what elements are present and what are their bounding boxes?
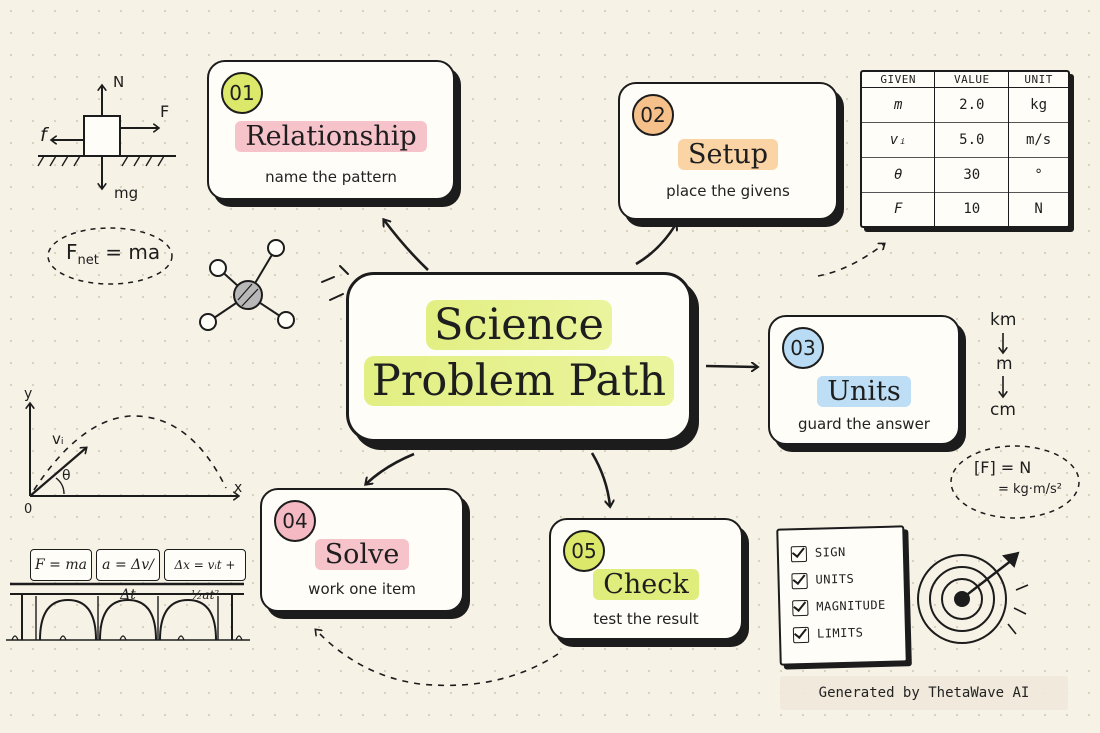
target-icon <box>917 551 1029 644</box>
central-node[interactable]: Science Problem Path <box>346 272 692 442</box>
table-row: m 2.0 kg <box>862 87 1068 123</box>
step-title-setup: Setup <box>678 139 778 170</box>
checked-box-icon <box>792 599 809 616</box>
unit-equation-line2: = kg·m/s² <box>998 482 1062 497</box>
projectile-graph-icon <box>30 404 238 496</box>
step-title-units: Units <box>817 376 911 407</box>
bridge-equation-2: a = Δv/Δt <box>96 549 160 603</box>
step-card-solve[interactable]: 04 Solve work one item <box>260 488 464 612</box>
table-cell: ° <box>1008 156 1068 193</box>
table-cell: m/s <box>1008 121 1068 158</box>
unit-equation-line1: [F] = N <box>974 458 1032 477</box>
table-row: θ 30 ° <box>862 156 1068 193</box>
givens-header-value: VALUE <box>934 72 1009 88</box>
table-cell: F <box>862 191 935 226</box>
checked-box-icon <box>790 545 808 562</box>
fnet-sub: net <box>77 253 99 268</box>
bridge-equation-1: F = ma <box>30 549 92 581</box>
step-subtitle-relationship: name the pattern <box>265 168 397 186</box>
force-label-f-left: f <box>40 124 47 146</box>
step-subtitle-check: test the result <box>593 610 699 628</box>
table-cell: m <box>862 87 935 123</box>
table-cell: kg <box>1008 87 1068 123</box>
step-badge-04: 04 <box>274 500 316 542</box>
force-label-n: N <box>113 73 125 91</box>
table-cell: 5.0 <box>934 121 1009 158</box>
step-card-setup[interactable]: 02 Setup place the givens <box>618 82 838 220</box>
list-item: LIMITS <box>792 622 906 652</box>
arrow-to-setup <box>635 224 676 266</box>
step-badge-02: 02 <box>632 94 674 136</box>
checked-box-icon <box>791 572 808 589</box>
table-cell: N <box>1008 191 1068 226</box>
unit-ladder-km: km <box>990 310 1017 330</box>
step-title-solve: Solve <box>314 539 410 570</box>
arrow-to-check <box>590 452 610 506</box>
checked-box-icon <box>792 626 810 643</box>
step-title-relationship: Relationship <box>235 121 427 152</box>
fnet-rest: = ma <box>98 240 161 264</box>
unit-ladder-m: m <box>996 354 1013 374</box>
fnet-bubble <box>47 227 173 285</box>
list-item: SIGN <box>790 541 904 571</box>
step-card-check[interactable]: 05 Check test the result <box>549 518 743 640</box>
table-cell: 10 <box>934 191 1009 226</box>
force-diagram-icon <box>37 86 176 188</box>
force-label-f-right: F <box>160 102 170 121</box>
list-item: UNITS <box>791 568 904 598</box>
step-badge-01: 01 <box>221 72 263 114</box>
step-title-check: Check <box>593 569 699 600</box>
table-cell: 30 <box>934 156 1009 193</box>
projectile-theta-label: θ <box>62 468 71 484</box>
step-card-units[interactable]: 03 Units guard the answer <box>768 315 960 445</box>
table-row: F 10 N <box>862 191 1068 226</box>
step-badge-05: 05 <box>563 530 605 572</box>
central-title-line1: Science <box>426 300 612 350</box>
arrow-to-units <box>705 366 757 367</box>
dashed-arrow-check-to-solve <box>316 630 559 687</box>
unit-equation-bubble <box>950 445 1080 519</box>
givens-header-unit: UNIT <box>1008 72 1068 88</box>
list-item: MAGNITUDE <box>792 595 905 625</box>
givens-table: GIVEN VALUE UNIT m 2.0 kg vᵢ 5.0 m/s θ 3… <box>860 70 1070 228</box>
table-cell: 2.0 <box>934 87 1009 123</box>
emphasis-marks-icon <box>321 265 349 301</box>
bridge-equation-3: Δx = vᵢt + ½at² <box>164 549 246 602</box>
step-subtitle-solve: work one item <box>308 580 416 598</box>
dashed-arrow-to-givens <box>817 244 884 277</box>
step-subtitle-setup: place the givens <box>666 182 790 200</box>
step-subtitle-units: guard the answer <box>798 415 930 433</box>
fnet-main: F <box>66 240 78 264</box>
givens-header-given: GIVEN <box>862 72 935 88</box>
table-cell: vᵢ <box>862 121 935 158</box>
central-title: Science Problem Path <box>349 297 689 409</box>
table-cell: θ <box>862 156 935 193</box>
projectile-y-label: y <box>24 386 33 402</box>
molecule-icon <box>199 239 295 331</box>
check-list: SIGN UNITS MAGNITUDE LIMITS <box>776 525 908 666</box>
step-badge-03: 03 <box>782 327 824 369</box>
table-row: vᵢ 5.0 m/s <box>862 121 1068 158</box>
projectile-origin-label: 0 <box>24 502 33 517</box>
projectile-v-label: vᵢ <box>52 430 64 448</box>
unit-ladder-cm: cm <box>990 400 1016 420</box>
footer-credit: Generated by ThetaWave AI <box>780 676 1068 710</box>
force-label-mg: mg <box>114 184 139 202</box>
fnet-equation: Fnet = ma <box>66 240 160 268</box>
projectile-x-label: x <box>234 480 243 496</box>
step-card-relationship[interactable]: 01 Relationship name the pattern <box>207 60 455 200</box>
bridge-icon <box>6 582 250 641</box>
arrow-to-solve <box>366 452 415 484</box>
central-title-line2: Problem Path <box>363 356 675 406</box>
arrow-to-relationship <box>384 220 429 271</box>
